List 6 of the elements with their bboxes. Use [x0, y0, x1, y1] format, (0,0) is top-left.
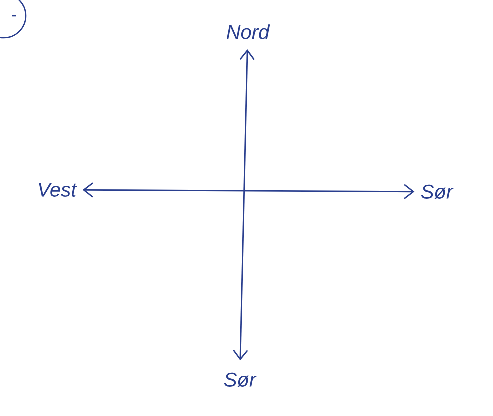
direction-label: Nord — [226, 24, 270, 40]
arrow — [233, 50, 255, 361]
direction-label: Sør — [224, 372, 257, 388]
direction-label: Sør — [421, 184, 454, 200]
arrow — [82, 182, 415, 200]
direction-label: Vest — [39, 183, 78, 197]
